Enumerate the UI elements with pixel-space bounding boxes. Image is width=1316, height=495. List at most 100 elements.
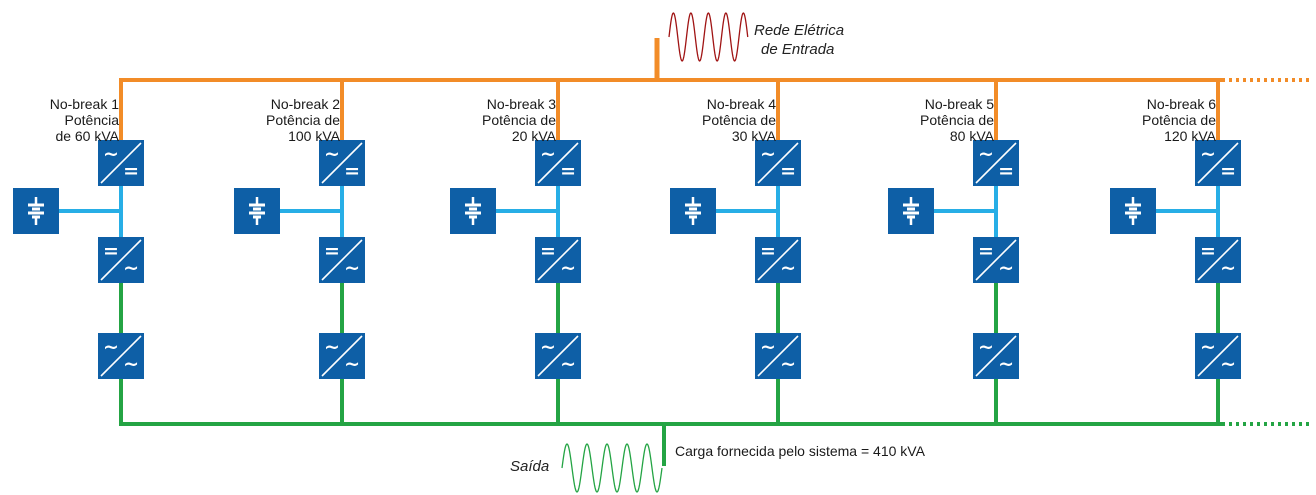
battery-icon [13, 188, 59, 234]
block-symbol-in: = [978, 240, 994, 262]
battery-icon [450, 188, 496, 234]
block-divider [321, 142, 363, 184]
block-symbol-in: = [324, 240, 340, 262]
block-symbol-out: = [123, 160, 139, 182]
block-symbol-out: = [344, 160, 360, 182]
rectifier-icon: ~= [1195, 140, 1241, 186]
block-divider [975, 239, 1017, 281]
block-divider [757, 142, 799, 184]
block-symbol-out: ~ [998, 257, 1014, 279]
block-symbol-out: ~ [560, 353, 576, 375]
inverter-icon: =~ [319, 237, 365, 283]
block-divider [321, 335, 363, 377]
battery-icon [888, 188, 934, 234]
block-symbol-out: ~ [998, 353, 1014, 375]
battery-symbol [903, 197, 919, 225]
ac-ac-converter-icon: ~~ [98, 333, 144, 379]
block-divider [100, 335, 142, 377]
inverter-icon: =~ [755, 237, 801, 283]
block-symbol-in: ~ [540, 336, 556, 358]
rectifier-icon: ~= [319, 140, 365, 186]
block-symbol-in: ~ [324, 336, 340, 358]
block-symbol-in: ~ [978, 143, 994, 165]
ups-label-power-line2: de 60 kVA [55, 128, 119, 144]
block-divider [537, 142, 579, 184]
block-divider [975, 142, 1017, 184]
battery-symbol [465, 197, 481, 225]
battery-symbol [28, 197, 44, 225]
ac-ac-converter-icon: ~~ [535, 333, 581, 379]
block-divider [757, 239, 799, 281]
input-sine-wave-icon [668, 12, 749, 62]
battery-icon [1110, 188, 1156, 234]
block-symbol-out: ~ [123, 353, 139, 375]
block-symbol-in: ~ [103, 336, 119, 358]
block-divider [537, 335, 579, 377]
block-symbol-in: ~ [324, 143, 340, 165]
block-divider [1197, 335, 1239, 377]
inverter-icon: =~ [98, 237, 144, 283]
block-symbol-in: ~ [978, 336, 994, 358]
ups-label-power-line2: 20 kVA [511, 128, 556, 144]
inverter-icon: =~ [973, 237, 1019, 283]
ac-ac-converter-icon: ~~ [1195, 333, 1241, 379]
block-symbol-in: ~ [540, 143, 556, 165]
input-label: Rede Elétrica de Entrada [754, 21, 844, 59]
block-symbol-in: = [540, 240, 556, 262]
block-symbol-out: ~ [1220, 257, 1236, 279]
ac-ac-converter-icon: ~~ [755, 333, 801, 379]
block-symbol-out: ~ [123, 257, 139, 279]
block-divider [1197, 239, 1239, 281]
inverter-icon: =~ [535, 237, 581, 283]
ups-label-power-line1: Potência de [920, 112, 994, 128]
ups-label-power-line1: Potência de [482, 112, 556, 128]
block-divider [100, 142, 142, 184]
ac-ac-converter-icon: ~~ [973, 333, 1019, 379]
ups-label-name: No-break 5 [924, 96, 994, 112]
ups-label-power-line2: 100 kVA [288, 128, 340, 144]
block-symbol-out: ~ [344, 353, 360, 375]
block-symbol-out: ~ [344, 257, 360, 279]
ups-label-name: No-break 6 [1146, 96, 1216, 112]
block-divider [757, 335, 799, 377]
block-symbol-in: = [103, 240, 119, 262]
ups-label-power-line1: Potência de [702, 112, 776, 128]
input-label-line1: Rede Elétrica [754, 22, 845, 39]
rectifier-icon: ~= [755, 140, 801, 186]
output-label: Saída [510, 458, 550, 475]
block-symbol-in: = [1200, 240, 1216, 262]
block-symbol-in: ~ [1200, 143, 1216, 165]
ups-label-power-line1: Potência de [1142, 112, 1216, 128]
load-label: Carga fornecida pelo sistema = 410 kVA [675, 443, 925, 459]
output-sine-wave-icon [561, 443, 663, 493]
block-symbol-in: ~ [103, 143, 119, 165]
inverter-icon: =~ [1195, 237, 1241, 283]
block-symbol-out: ~ [780, 257, 796, 279]
ups-label-power-line2: 30 kVA [731, 128, 776, 144]
block-symbol-out: ~ [1220, 353, 1236, 375]
battery-symbol [685, 197, 701, 225]
block-divider [1197, 142, 1239, 184]
block-symbol-in: ~ [760, 143, 776, 165]
rectifier-icon: ~= [535, 140, 581, 186]
block-symbol-in: ~ [760, 336, 776, 358]
block-symbol-out: = [998, 160, 1014, 182]
block-divider [321, 239, 363, 281]
input-label-line2: de Entrada [761, 41, 835, 58]
battery-icon [234, 188, 280, 234]
block-symbol-out: = [1220, 160, 1236, 182]
ups-label-name: No-break 2 [270, 96, 340, 112]
rectifier-icon: ~= [98, 140, 144, 186]
ups-label-name: No-break 1 [49, 96, 119, 112]
ups-label-power-line1: Potência [64, 112, 119, 128]
battery-symbol [249, 197, 265, 225]
ups-label-power-line2: 80 kVA [949, 128, 994, 144]
block-divider [537, 239, 579, 281]
block-symbol-out: = [560, 160, 576, 182]
block-symbol-out: ~ [560, 257, 576, 279]
